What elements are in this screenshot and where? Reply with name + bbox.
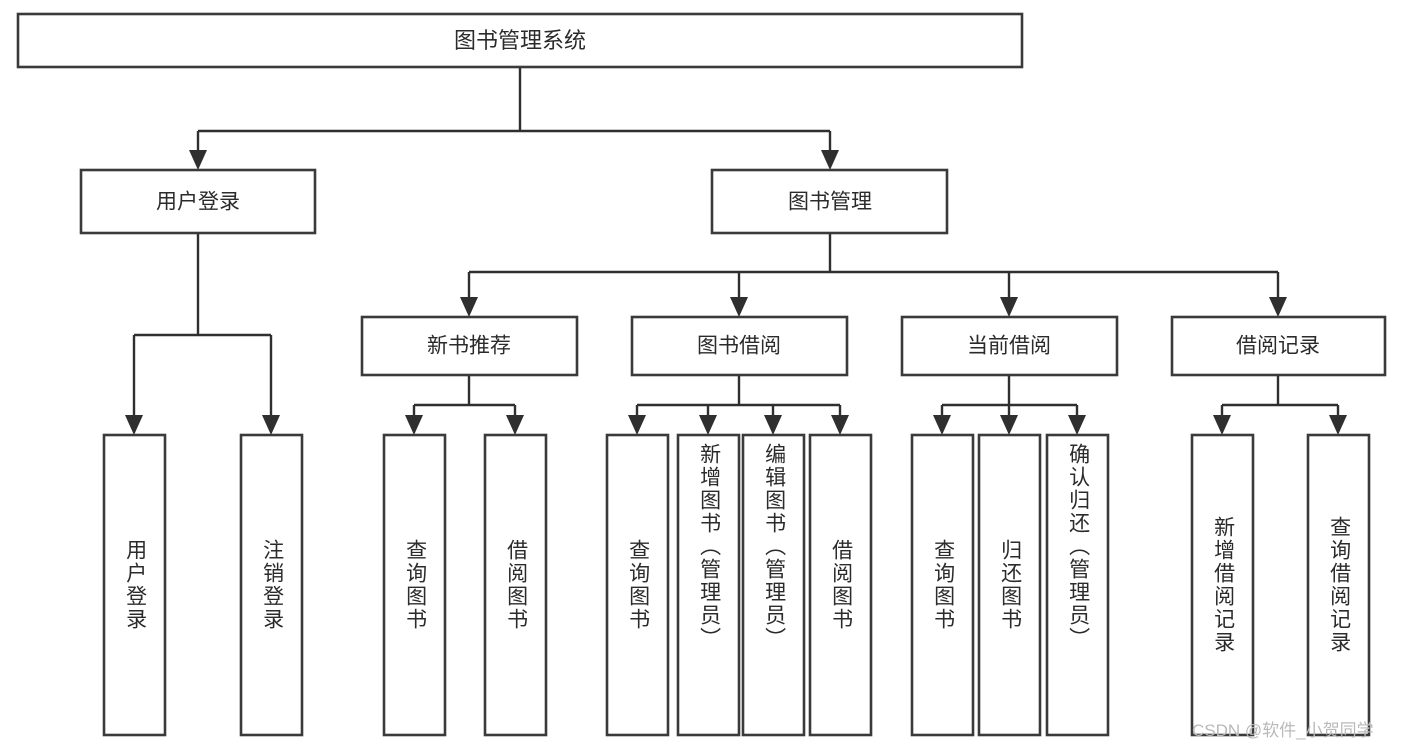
arrow-head-leaf-return-book: [1000, 415, 1018, 435]
leaf-box-borrow-book-1[interactable]: [483, 433, 548, 737]
leaf-box-borrow-book-2[interactable]: [808, 433, 873, 737]
connector-group-book-borrow: [628, 375, 849, 435]
leaf-boxes: [102, 433, 1371, 737]
node-book-manage-box[interactable]: [710, 168, 949, 235]
arrow-head-leaf-query-book-3: [933, 415, 951, 435]
node-root-label: 图书管理系统: [454, 28, 586, 53]
arrow-head-leaf-add-book: [699, 415, 717, 435]
node-borrow-record[interactable]: 借阅记录: [1170, 315, 1387, 377]
node-root[interactable]: 图书管理系统: [16, 12, 1024, 69]
arrow-head-leaf-user-login: [125, 415, 143, 435]
node-current-borrow[interactable]: 当前借阅: [900, 315, 1119, 377]
arrow-head-book-borrow: [730, 297, 748, 317]
leaf-box-user-login[interactable]: [102, 433, 167, 737]
arrow-head-leaf-query-record: [1329, 415, 1347, 435]
node-user-login-label: 用户登录: [156, 191, 240, 214]
node-new-book-recommend-box[interactable]: [360, 315, 579, 377]
leaf-box-query-record[interactable]: [1306, 433, 1371, 737]
node-current-borrow-label: 当前借阅: [967, 335, 1051, 358]
arrow-head-leaf-borrow-book-2: [831, 415, 849, 435]
connector-group-new-book-recommend: [405, 375, 524, 435]
leaf-box-add-book[interactable]: [676, 433, 741, 737]
leaf-box-edit-book[interactable]: [741, 433, 806, 737]
arrow-head-leaf-logout: [262, 415, 280, 435]
arrow-head-leaf-borrow-book-1: [506, 415, 524, 435]
connector-group-root: [189, 67, 839, 170]
node-book-borrow-box[interactable]: [630, 315, 849, 377]
node-book-borrow-label: 图书借阅: [697, 335, 781, 358]
node-book-manage[interactable]: 图书管理: [710, 168, 949, 235]
node-current-borrow-box[interactable]: [900, 315, 1119, 377]
arrow-head-leaf-edit-book: [764, 415, 782, 435]
arrow-head-leaf-add-record: [1213, 415, 1231, 435]
node-book-manage-label: 图书管理: [788, 191, 872, 214]
node-user-login[interactable]: 用户登录: [79, 168, 317, 235]
leaf-box-query-book-3[interactable]: [910, 433, 975, 737]
leaf-box-logout[interactable]: [239, 433, 304, 737]
leaf-box-confirm-return[interactable]: [1045, 433, 1110, 737]
connector-group-book-manage: [460, 233, 1287, 317]
connector-group-user-login: [125, 233, 280, 435]
arrow-head-current-borrow: [1000, 297, 1018, 317]
arrow-head-borrow-record: [1269, 297, 1287, 317]
node-new-book-recommend[interactable]: 新书推荐: [360, 315, 579, 377]
leaf-box-add-record[interactable]: [1190, 433, 1255, 737]
arrow-head-book-manage: [821, 150, 839, 170]
node-user-login-box[interactable]: [79, 168, 317, 235]
node-new-book-recommend-label: 新书推荐: [427, 335, 511, 358]
node-book-borrow[interactable]: 图书借阅: [630, 315, 849, 377]
arrow-head-leaf-query-book-2: [628, 415, 646, 435]
leaf-box-return-book[interactable]: [977, 433, 1042, 737]
node-borrow-record-label: 借阅记录: [1236, 335, 1320, 358]
node-borrow-record-box[interactable]: [1170, 315, 1387, 377]
node-root-box[interactable]: [16, 12, 1024, 69]
arrow-head-leaf-query-book-1: [405, 415, 423, 435]
leaf-box-query-book-2[interactable]: [605, 433, 670, 737]
connector-group-current-borrow: [933, 375, 1086, 435]
leaf-box-query-book-1[interactable]: [382, 433, 447, 737]
connector-group-borrow-record: [1213, 375, 1347, 435]
csdn-watermark: CSDN @软件_小贺同学: [1192, 721, 1374, 740]
arrow-head-user-login: [189, 150, 207, 170]
arrow-head-new-book-recommend: [460, 297, 478, 317]
arrow-head-leaf-confirm-return: [1068, 415, 1086, 435]
